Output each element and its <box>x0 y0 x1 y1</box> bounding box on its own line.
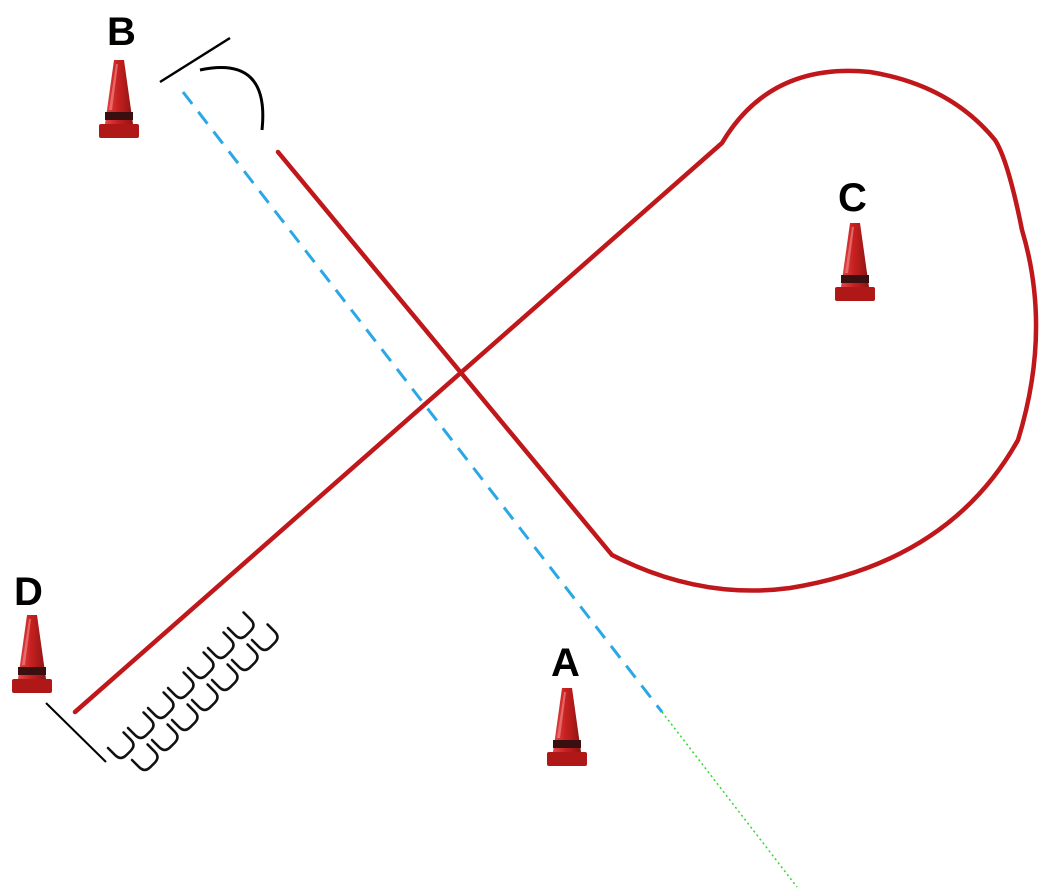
tire-marks <box>106 611 279 772</box>
skid-mark <box>130 743 159 772</box>
skid-mark <box>250 623 279 652</box>
skid-mark <box>150 723 179 752</box>
traffic-cone-b-icon <box>99 60 139 138</box>
skid-mark <box>206 631 235 660</box>
skid-mark <box>186 651 215 680</box>
cone-label-d: D <box>14 570 43 614</box>
exit-dotted-line <box>661 711 798 888</box>
skid-mark <box>210 663 239 692</box>
start-tick-b <box>159 36 231 84</box>
skid-mark <box>190 683 219 712</box>
turn-arc <box>199 66 265 131</box>
stop-tick-d <box>45 702 107 763</box>
cone-label-b: B <box>107 10 136 54</box>
skid-mark <box>166 671 195 700</box>
traffic-cone-a-icon <box>547 688 587 766</box>
approach-dashed-line <box>181 91 664 713</box>
skid-mark <box>106 731 135 760</box>
skid-mark <box>230 643 259 672</box>
traffic-cone-d-icon <box>12 615 52 693</box>
driving-path <box>72 68 1039 715</box>
skid-mark <box>170 703 199 732</box>
skid-mark <box>226 611 255 640</box>
cone-label-a: A <box>551 641 580 685</box>
cone-label-c: C <box>838 176 867 220</box>
skid-mark <box>146 691 175 720</box>
cones-group <box>12 60 875 766</box>
skid-mark <box>126 711 155 740</box>
traffic-cone-c-icon <box>835 223 875 301</box>
